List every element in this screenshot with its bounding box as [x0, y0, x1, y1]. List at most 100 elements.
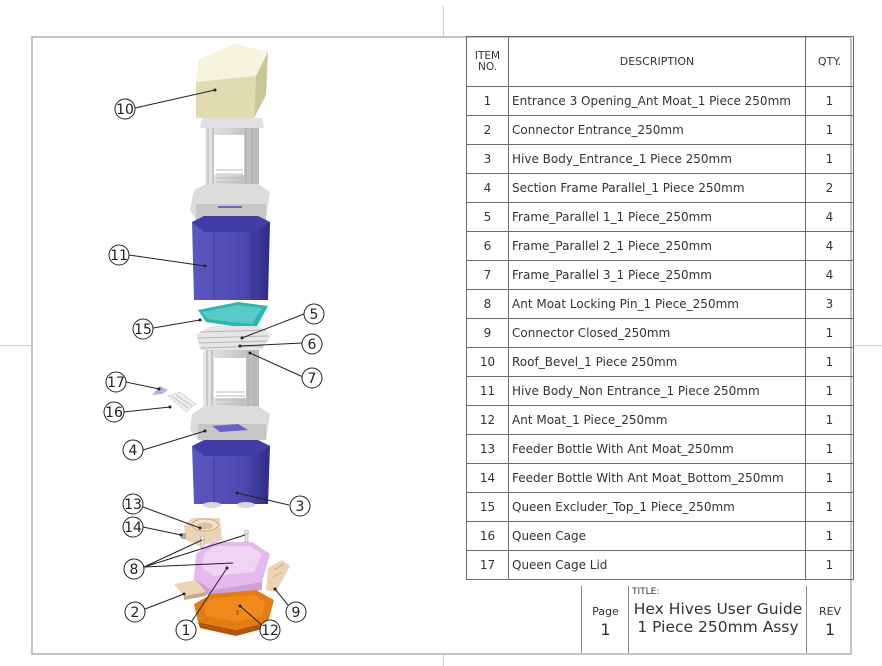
item-quantity: 3 [805, 289, 854, 319]
item-description: Ant Moat Locking Pin_1 Piece_250mm [508, 289, 806, 319]
svg-text:5: 5 [310, 307, 319, 323]
description-header: DESCRIPTION [508, 36, 806, 87]
item-description: Hive Body_Entrance_1 Piece 250mm [508, 144, 806, 174]
svg-text:14: 14 [124, 520, 142, 536]
item-no-header-line1: ITEM [474, 49, 501, 62]
item-number: 16 [466, 521, 509, 551]
bom-header-row: ITEM NO. DESCRIPTION QTY. [466, 36, 854, 87]
svg-text:4: 4 [129, 443, 138, 459]
balloon-10: 10 [114, 98, 136, 120]
item-quantity: 4 [805, 231, 854, 261]
item-quantity: 4 [805, 202, 854, 232]
crop-mark-right [852, 345, 882, 346]
page-value: 1 [600, 620, 611, 639]
part-queen-cage-lid [152, 386, 168, 395]
part-entrance-ant-moat [194, 542, 270, 598]
crop-mark-left [0, 345, 31, 346]
item-quantity: 1 [805, 144, 854, 174]
item-quantity: 1 [805, 405, 854, 435]
part-hive-body-upper [192, 216, 270, 300]
item-quantity: 4 [805, 260, 854, 290]
item-number: 12 [466, 405, 509, 435]
item-description: Queen Excluder_Top_1 Piece_250mm [508, 492, 806, 522]
item-description: Roof_Bevel_1 Piece 250mm [508, 347, 806, 377]
item-description: Queen Cage [508, 521, 806, 551]
balloon-9: 9 [285, 601, 307, 623]
item-number: 10 [466, 347, 509, 377]
balloon-4: 4 [122, 439, 144, 461]
balloon-7: 7 [301, 367, 323, 389]
part-hive-body-entrance [192, 440, 270, 508]
item-number: 1 [466, 86, 509, 116]
item-number: 15 [466, 492, 509, 522]
balloon-14: 14 [122, 516, 144, 538]
qty-header: QTY. [805, 36, 854, 87]
item-number: 3 [466, 144, 509, 174]
title-line-1: Hex Hives User Guide [633, 600, 803, 618]
item-number: 8 [466, 289, 509, 319]
part-feeder-bottle [181, 518, 222, 546]
balloon-1: 1 [175, 619, 197, 641]
part-connector-entrance [174, 580, 206, 600]
title-block-rev-cell: REV 1 [806, 586, 853, 653]
svg-text:8: 8 [130, 562, 139, 578]
part-lower-section-frame [190, 350, 270, 440]
balloon-13: 13 [122, 493, 144, 515]
balloon-12: 12 [259, 619, 281, 641]
item-quantity: 1 [805, 463, 854, 493]
item-number: 4 [466, 173, 509, 203]
title-block-page-cell: Page 1 [581, 586, 629, 653]
item-no-header-line2: NO. [477, 60, 498, 73]
item-description: Entrance 3 Opening_Ant Moat_1 Piece 250m… [508, 86, 806, 116]
part-connector-closed [266, 560, 290, 592]
item-description: Connector Entrance_250mm [508, 115, 806, 145]
item-description: Queen Cage Lid [508, 550, 806, 580]
rev-label: REV [818, 605, 842, 618]
item-description: Frame_Parallel 3_1 Piece_250mm [508, 260, 806, 290]
svg-text:17: 17 [107, 375, 125, 391]
item-description: Feeder Bottle With Ant Moat_250mm [508, 434, 806, 464]
title-line-2: 1 Piece 250mm Assy [637, 618, 799, 636]
item-description: Hive Body_Non Entrance_1 Piece 250mm [508, 376, 806, 406]
leader-dots [157, 88, 277, 608]
svg-text:3: 3 [296, 499, 305, 515]
item-quantity: 1 [805, 86, 854, 116]
balloon-16: 16 [103, 401, 125, 423]
item-description: Section Frame Parallel_1 Piece 250mm [508, 173, 806, 203]
svg-text:13: 13 [124, 497, 142, 513]
item-number: 7 [466, 260, 509, 290]
svg-text:1: 1 [182, 623, 191, 639]
item-quantity: 1 [805, 521, 854, 551]
item-number: 14 [466, 463, 509, 493]
page-label: Page [592, 605, 619, 618]
item-description: Connector Closed_250mm [508, 318, 806, 348]
item-description: Frame_Parallel 2_1 Piece_250mm [508, 231, 806, 261]
item-quantity: 1 [805, 376, 854, 406]
part-roof [196, 44, 268, 118]
svg-text:6: 6 [308, 337, 317, 353]
item-quantity: 1 [805, 115, 854, 145]
part-upper-section-frame [190, 118, 270, 220]
item-quantity: 1 [805, 434, 854, 464]
item-no-header: ITEM NO. [466, 36, 509, 87]
item-quantity: 1 [805, 318, 854, 348]
item-number: 9 [466, 318, 509, 348]
balloon-5: 5 [303, 303, 325, 325]
part-queen-excluder [198, 302, 268, 328]
item-number: 17 [466, 550, 509, 580]
balloon-17: 17 [105, 371, 127, 393]
item-number: 13 [466, 434, 509, 464]
balloon-8: 8 [123, 558, 145, 580]
svg-text:2: 2 [131, 605, 140, 621]
svg-text:15: 15 [134, 322, 152, 338]
crop-mark-bottom [443, 655, 444, 666]
